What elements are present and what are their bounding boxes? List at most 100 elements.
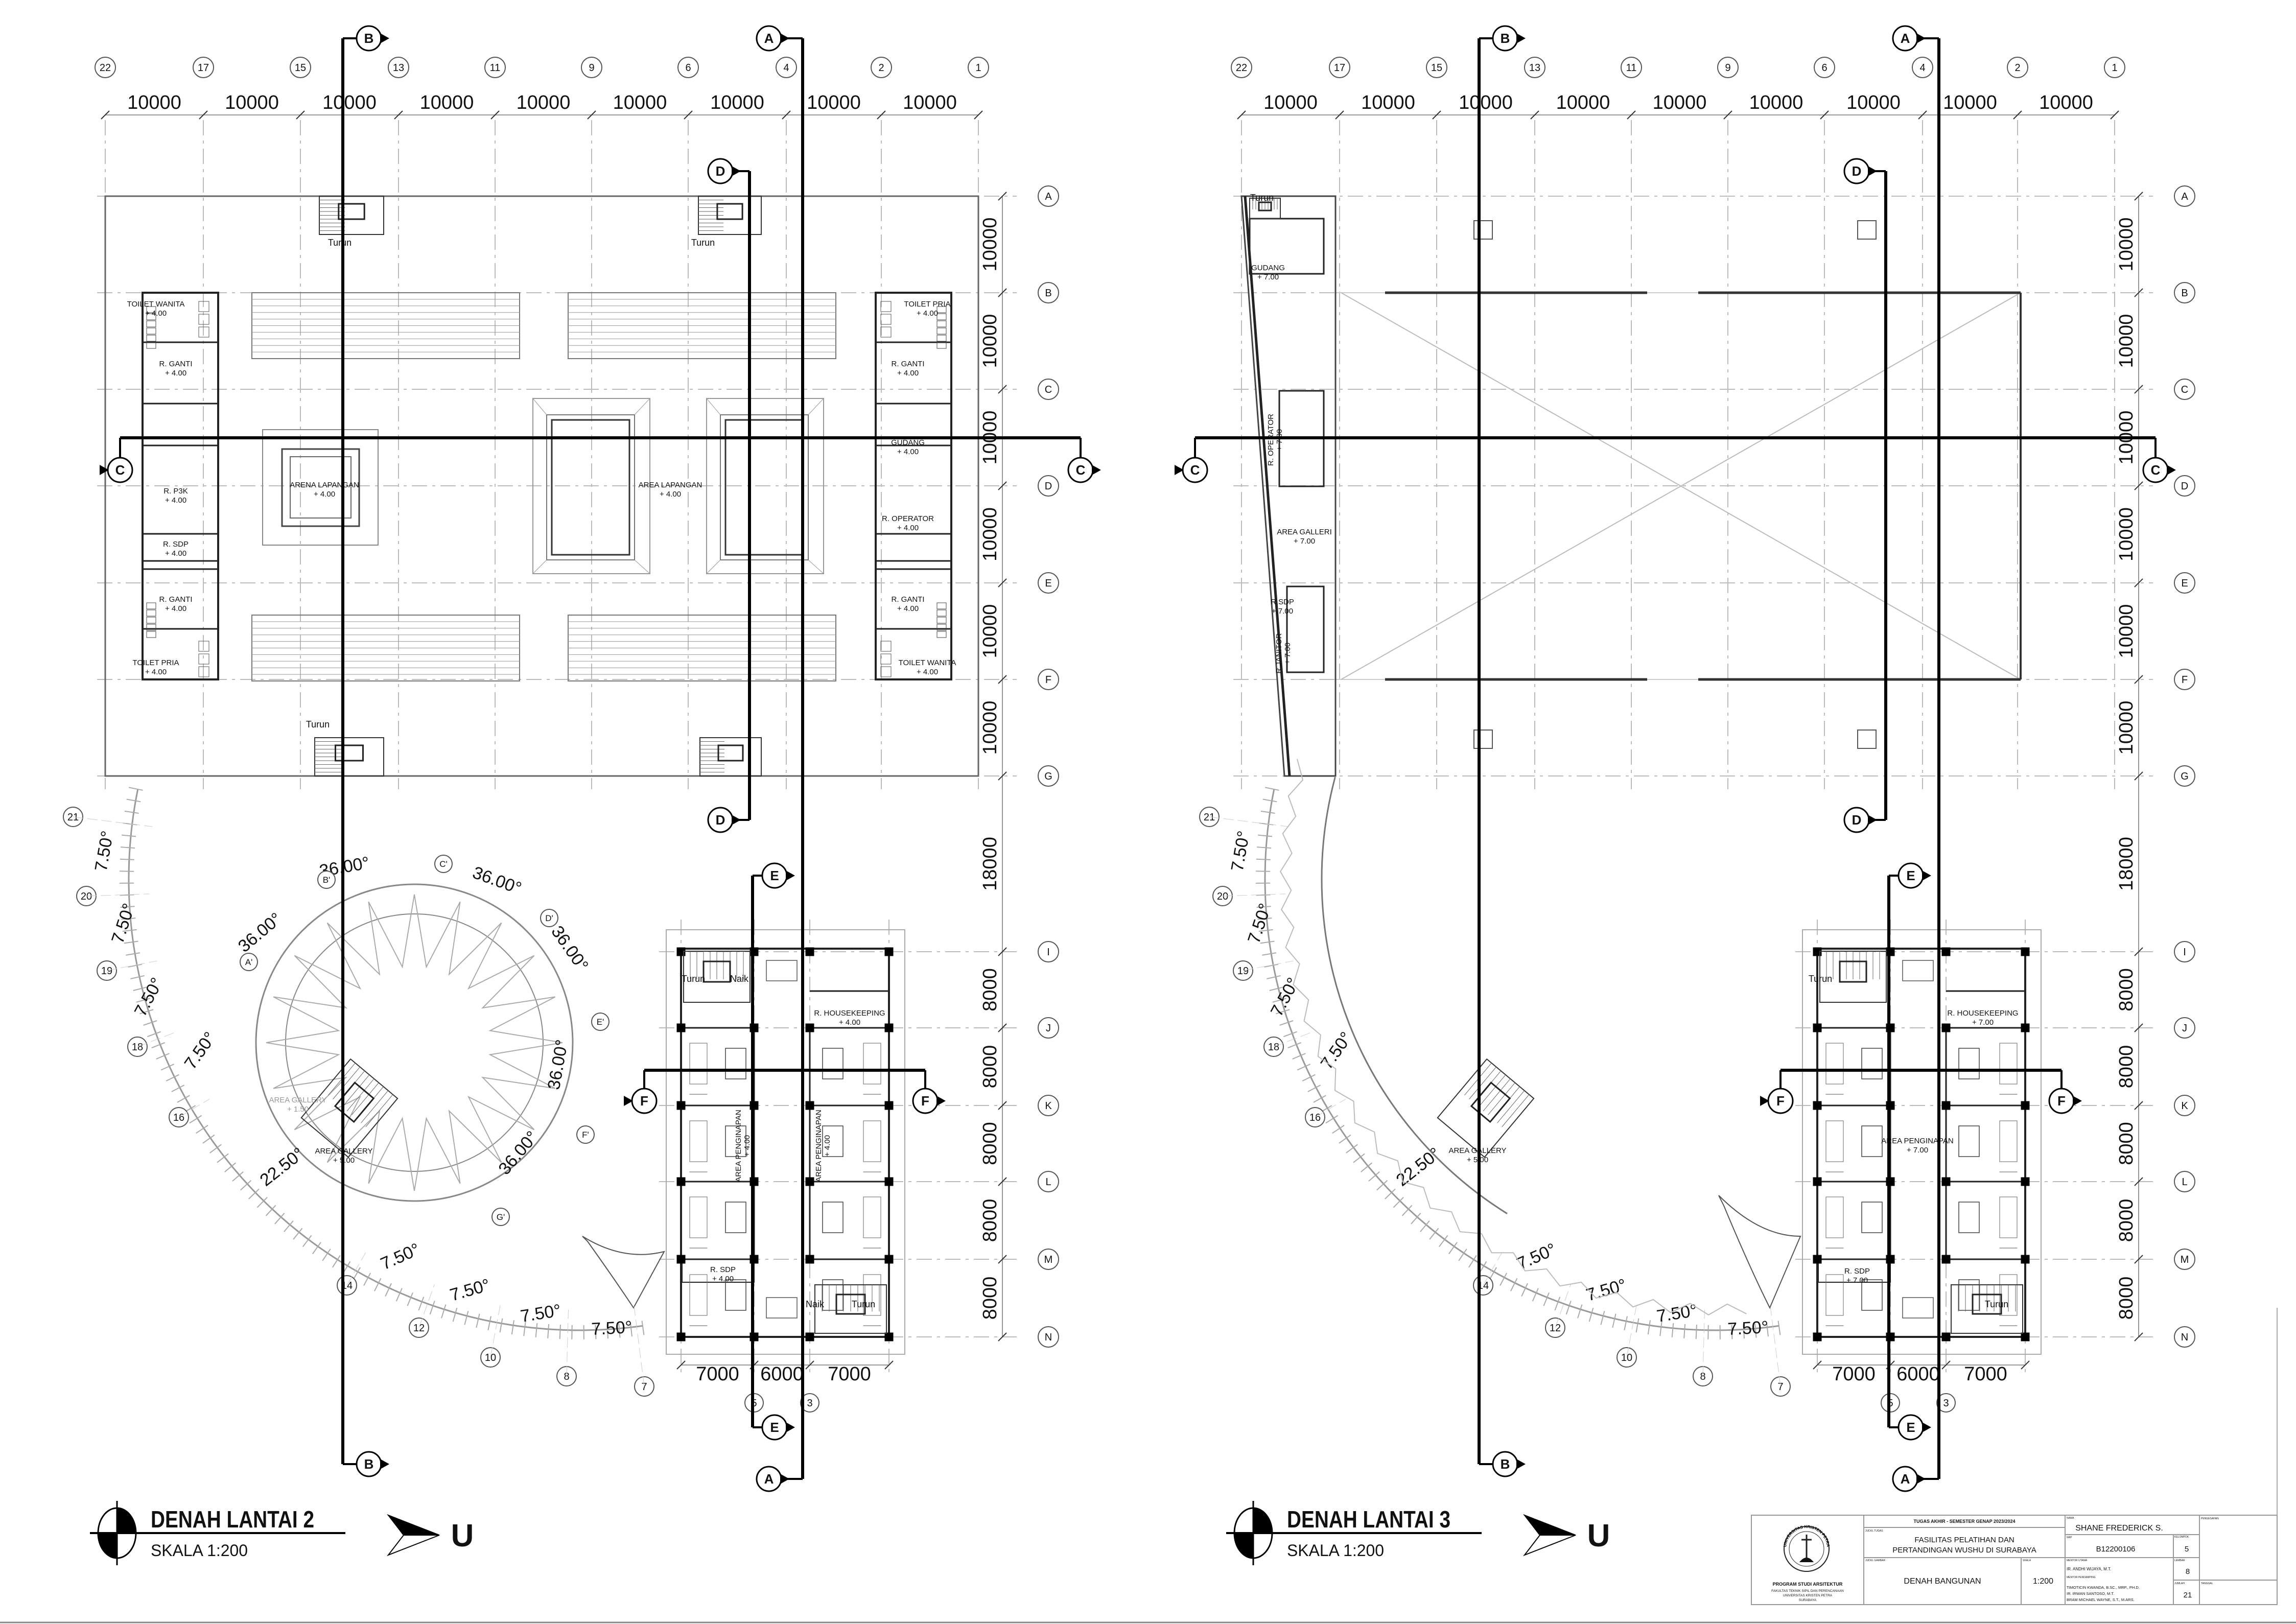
grid-bubble-circle — [540, 909, 558, 927]
dimension-tick — [998, 1177, 1007, 1186]
dimension-tick — [998, 192, 1007, 201]
guest-column-dimension: 7000 — [1832, 1363, 1876, 1385]
dimension-tick — [1237, 110, 1246, 120]
room-level: + 4.00 — [917, 309, 938, 318]
section-label: E — [770, 868, 779, 883]
room-name: R. HOUSEKEEPING — [1947, 1009, 2018, 1018]
guest-column-dimension: 6000 — [760, 1363, 804, 1385]
grid-bubble-circle — [434, 855, 453, 873]
grid-row-label: D — [1045, 481, 1052, 492]
section-label: B — [1501, 1456, 1510, 1472]
dimension-tick — [296, 110, 305, 120]
angle-label: 7.50° — [1514, 1239, 1559, 1274]
bathroom — [1958, 1125, 1980, 1157]
column-dimension: 10000 — [903, 92, 957, 113]
arc-tick — [1256, 858, 1271, 860]
locker — [936, 313, 947, 320]
lift-shaft — [1470, 1081, 1511, 1123]
grid-row-label: K — [1045, 1100, 1052, 1112]
room-label: R. HOUSEKEEPING+ 7.00 — [1947, 1009, 2018, 1027]
grid-bubble-circle — [317, 870, 336, 889]
arc-tick — [166, 1074, 179, 1081]
arc-tick — [1448, 1242, 1458, 1255]
dimension-tick — [877, 110, 886, 120]
grid-row-label: N — [2181, 1332, 2188, 1343]
skylight-void — [1857, 220, 1877, 240]
grid-bubble-column — [1912, 57, 1933, 78]
arc-tick — [476, 1313, 480, 1328]
toilet-stall — [198, 301, 209, 312]
column-dimension: 10000 — [1263, 92, 1318, 113]
arc-tick — [1262, 952, 1277, 956]
row-dimension: 10000 — [979, 701, 1001, 755]
project-title-line: FASILITAS PELATIHAN DAN — [1914, 1536, 2014, 1544]
stair-tread — [1478, 1074, 1506, 1108]
bathroom — [1958, 1048, 1980, 1079]
guest-grid-label: 3 — [807, 1398, 812, 1409]
arc-tick — [1766, 1322, 1769, 1337]
row-dimension: 10000 — [2116, 701, 2137, 755]
arc-tick — [1468, 1255, 1477, 1268]
circle-axis-label: C' — [439, 859, 448, 869]
toilet-stall — [198, 314, 209, 325]
locker — [146, 306, 156, 313]
label-jumlah: JUMLAH — [2174, 1582, 2185, 1585]
arc-tick — [128, 787, 143, 791]
arc-tick — [1510, 1278, 1518, 1291]
grid-bubble-column — [2007, 57, 2028, 78]
arc-tick — [1393, 1196, 1404, 1208]
bathroom — [725, 1279, 746, 1311]
arc-tick — [265, 1205, 276, 1216]
stair-direction-label: Naik — [806, 1299, 825, 1309]
radial-arc — [1264, 789, 1779, 1331]
section-label: B — [364, 1456, 374, 1472]
sheet-number: 8 — [2186, 1567, 2190, 1576]
arc-tick — [1332, 1125, 1345, 1134]
stair-tread — [365, 1094, 393, 1127]
arc-tick — [143, 1020, 157, 1026]
room-name: ARENA LAPANGAN — [290, 481, 359, 489]
section-label: F — [921, 1093, 929, 1109]
column-pillar — [676, 1101, 686, 1110]
arc-tick — [441, 1304, 447, 1319]
grid-column-label: 9 — [1725, 62, 1730, 74]
stair-direction-label: Turun — [1985, 1299, 2008, 1309]
north-arrow-icon — [387, 1514, 440, 1536]
skylight-void — [1857, 729, 1877, 749]
room-level: + 7.00 — [1294, 537, 1315, 546]
arc-tick — [1256, 906, 1271, 908]
bed — [863, 1043, 881, 1085]
arc-tick — [209, 1144, 222, 1154]
grid-bubble-guest — [1936, 1393, 1956, 1413]
radial-grid-label: 21 — [67, 812, 79, 823]
arc-tick — [1671, 1323, 1674, 1337]
section-arrow-icon — [380, 33, 389, 43]
arc-tick — [240, 1180, 252, 1191]
arc-tick — [641, 1321, 645, 1335]
radial-grid-label: 10 — [485, 1352, 496, 1363]
gallery-zigzag-roof — [266, 894, 563, 1191]
arc-tick — [395, 1288, 403, 1302]
lift-shaft — [716, 203, 743, 220]
guest-column-dimension: 6000 — [1896, 1363, 1940, 1385]
grid-column-label: 22 — [1236, 62, 1247, 74]
radial-grid-line — [1315, 1098, 1346, 1118]
grid-bubble-column — [1329, 57, 1350, 78]
grid-bubble-row — [2174, 379, 2195, 400]
stair — [314, 737, 384, 776]
label-nama: NAMA — [2067, 1517, 2074, 1520]
grid-bubble-column — [1717, 57, 1739, 78]
radial-grid-line — [346, 1253, 366, 1286]
bathroom — [1861, 1202, 1883, 1233]
toilet-stall — [880, 301, 892, 312]
stair-tread — [346, 1078, 374, 1112]
section-label: D — [716, 163, 725, 179]
stair — [1951, 1284, 2023, 1334]
circle-angle-label: 36.00° — [470, 863, 524, 898]
court-inner — [551, 419, 630, 556]
arc-tick — [353, 1267, 361, 1280]
arc-tick — [1521, 1283, 1528, 1297]
arc-tick — [606, 1324, 609, 1339]
